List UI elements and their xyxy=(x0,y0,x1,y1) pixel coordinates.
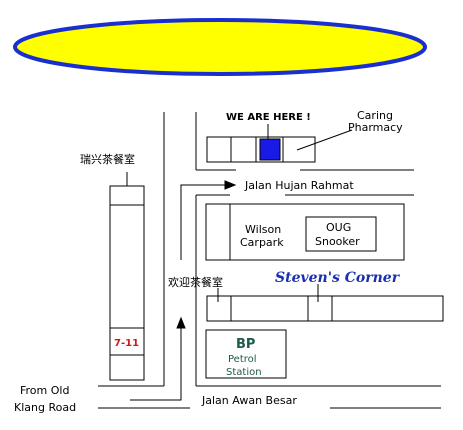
jalan-awan-besar-label: Jalan Awan Besar xyxy=(201,394,297,407)
route-arrows xyxy=(130,180,237,401)
wilson-block xyxy=(205,203,405,261)
bp-sub-label-1: Petrol xyxy=(228,354,257,365)
left-shop-column xyxy=(109,172,145,381)
klang-road-label: Klang Road xyxy=(14,401,76,414)
seven-eleven-label: 7-11 xyxy=(114,338,139,349)
caring-pharmacy-label-1: Caring xyxy=(357,109,393,122)
middle-shop-row xyxy=(206,295,444,322)
wilson-label-2: Carpark xyxy=(240,236,284,249)
rui-xing-label: 瑞兴茶餐室 xyxy=(80,152,135,166)
we-are-here-label: WE ARE HERE ! xyxy=(226,112,311,123)
huan-ying-label: 欢迎茶餐室 xyxy=(168,275,223,289)
bp-sub-label-2: Station xyxy=(226,367,262,378)
oug-label-1: OUG xyxy=(326,221,351,234)
current-location-marker xyxy=(259,138,281,161)
banner-ellipse xyxy=(13,18,427,76)
oug-label-2: Snooker xyxy=(315,235,360,248)
pharmacy-pointer xyxy=(296,129,353,151)
bp-label: BP xyxy=(236,337,255,352)
jalan-hujan-rahmat-label: Jalan Hujan Rahmat xyxy=(244,179,354,192)
roads xyxy=(98,112,441,409)
stevens-corner-label: Steven's Corner xyxy=(275,270,401,286)
from-old-label: From Old xyxy=(20,384,69,397)
wilson-label-1: Wilson xyxy=(245,223,281,236)
bp-station xyxy=(205,329,287,379)
caring-pharmacy-label-2: Pharmacy xyxy=(348,121,403,134)
